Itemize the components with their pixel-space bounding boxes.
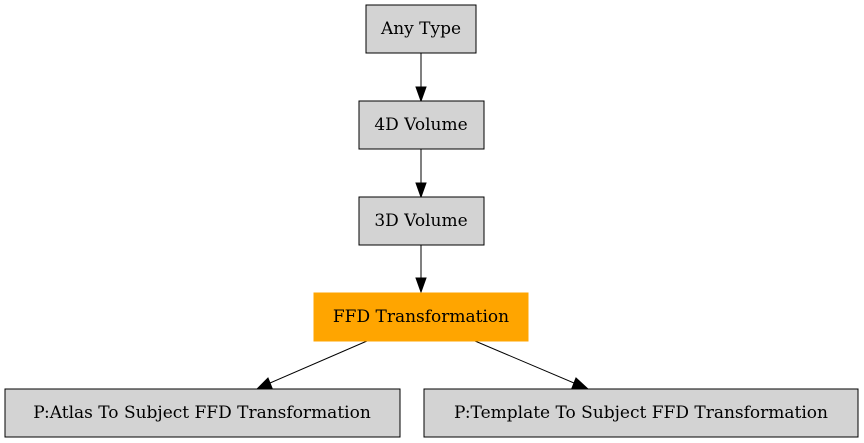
node-4d-volume[interactable]: 4D Volume bbox=[358, 100, 485, 150]
node-label-any-type: Any Type bbox=[380, 19, 461, 39]
node-label-3d-volume: 3D Volume bbox=[374, 211, 467, 231]
node-template-to-subject-ffd-transformation[interactable]: P:Template To Subject FFD Transformation bbox=[423, 388, 859, 438]
node-atlas-to-subject-ffd-transformation[interactable]: P:Atlas To Subject FFD Transformation bbox=[4, 388, 401, 438]
edges bbox=[255, 53, 590, 390]
node-any-type[interactable]: Any Type bbox=[365, 4, 477, 54]
node-label-4d-volume: 4D Volume bbox=[374, 115, 467, 135]
node-ffd-transformation[interactable]: FFD Transformation bbox=[313, 292, 529, 342]
edge-4d-volume-to-3d-volume bbox=[415, 149, 427, 199]
edge-ffd-to-template-to-subject bbox=[474, 340, 590, 390]
edge-3d-volume-to-ffd-transformation bbox=[415, 245, 427, 294]
node-label-atlas-to-subject: P:Atlas To Subject FFD Transformation bbox=[33, 403, 371, 423]
edge-any-type-to-4d-volume bbox=[415, 53, 427, 103]
node-3d-volume[interactable]: 3D Volume bbox=[358, 196, 485, 246]
edge-ffd-to-atlas-to-subject bbox=[255, 340, 368, 390]
node-label-template-to-subject: P:Template To Subject FFD Transformation bbox=[454, 403, 828, 423]
node-label-ffd-transformation: FFD Transformation bbox=[333, 307, 509, 327]
